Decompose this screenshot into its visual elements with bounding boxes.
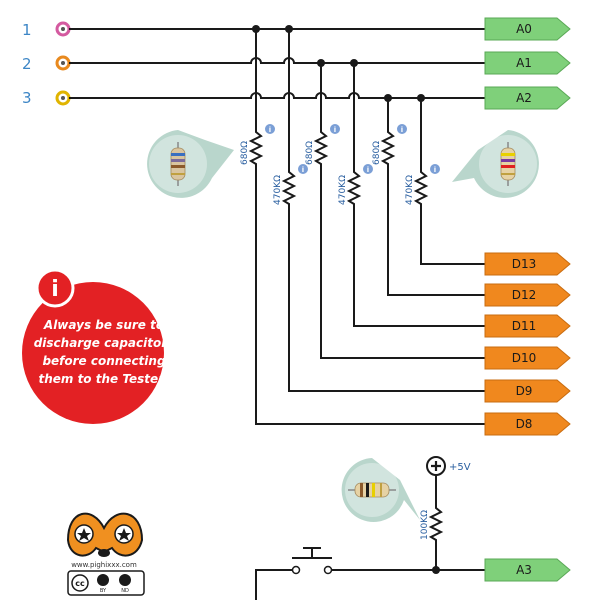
resistor-label-470k-2: 470KΩ bbox=[338, 175, 348, 205]
resistor-680-image bbox=[170, 142, 186, 186]
tag-d13: D13 bbox=[484, 252, 571, 276]
wire-pullup bbox=[428, 475, 444, 570]
logo-icon bbox=[66, 512, 144, 557]
tag-d8: D8 bbox=[484, 412, 571, 436]
resistor-label-100k: 100KΩ bbox=[420, 510, 430, 540]
resistor-bubble-100k bbox=[341, 458, 420, 522]
warning-circle bbox=[22, 282, 164, 424]
cc-icon bbox=[71, 574, 89, 592]
tag-a2-label: A2 bbox=[516, 91, 532, 105]
wire-col-680-1 bbox=[248, 29, 485, 425]
svg-text:BY: BY bbox=[100, 588, 107, 594]
info-icon[interactable]: i bbox=[330, 124, 340, 134]
svg-text:i: i bbox=[51, 277, 59, 302]
tag-d11-label: D11 bbox=[512, 319, 537, 333]
resistor-label-680-1: 680Ω bbox=[240, 141, 250, 165]
wire-row-2 bbox=[69, 57, 485, 64]
svg-text:i: i bbox=[401, 126, 403, 134]
tag-a2: A2 bbox=[484, 86, 571, 110]
resistor-label-680-3: 680Ω bbox=[372, 141, 382, 165]
wire-col-470k-2 bbox=[346, 63, 485, 327]
resistor-100k-image bbox=[348, 482, 396, 498]
svg-text:cc: cc bbox=[75, 579, 85, 588]
tag-d8-label: D8 bbox=[516, 417, 533, 431]
warning-line-1: Always be sure to bbox=[43, 318, 164, 332]
tag-d13-label: D13 bbox=[512, 257, 537, 271]
info-icon[interactable]: i bbox=[430, 164, 440, 174]
power-terminal: +5V bbox=[426, 456, 471, 476]
input-number-3: 3 bbox=[22, 89, 32, 107]
warning-line-2: discharge capacitors bbox=[34, 336, 175, 350]
tag-d11: D11 bbox=[484, 314, 571, 338]
input-number-1: 1 bbox=[22, 21, 32, 39]
wire-col-470k-3 bbox=[413, 98, 485, 265]
info-icon[interactable]: i bbox=[363, 164, 373, 174]
tag-a3-label: A3 bbox=[516, 563, 532, 577]
svg-text:i: i bbox=[269, 126, 271, 134]
tag-a1: A1 bbox=[484, 51, 571, 75]
wire-row-3 bbox=[69, 92, 485, 99]
svg-text:i: i bbox=[367, 166, 369, 174]
info-icon[interactable]: i bbox=[298, 164, 308, 174]
svg-text:i: i bbox=[434, 166, 436, 174]
tag-a0-label: A0 bbox=[516, 22, 532, 36]
tag-a1-label: A1 bbox=[516, 56, 532, 70]
resistor-label-470k-3: 470KΩ bbox=[405, 175, 415, 205]
info-icon[interactable]: i bbox=[397, 124, 407, 134]
nd-icon bbox=[119, 574, 131, 586]
tag-d9-label: D9 bbox=[516, 384, 533, 398]
by-icon bbox=[97, 574, 109, 586]
tag-d10-label: D10 bbox=[512, 351, 537, 365]
resistor-bubble-470k bbox=[452, 130, 539, 198]
wire-col-680-3 bbox=[380, 98, 485, 296]
push-button bbox=[291, 547, 333, 575]
resistor-bubble-680 bbox=[147, 130, 234, 198]
svg-text:ND: ND bbox=[121, 588, 129, 594]
input-row-2: 2 bbox=[22, 55, 71, 73]
tag-d10: D10 bbox=[484, 346, 571, 370]
logo-site-text: www.pighixxx.com bbox=[71, 561, 137, 569]
input-row-1: 1 bbox=[22, 21, 71, 39]
tag-a3: A3 bbox=[484, 558, 571, 582]
tag-a0: A0 bbox=[484, 17, 571, 41]
svg-text:i: i bbox=[302, 166, 304, 174]
power-label: +5V bbox=[449, 462, 471, 473]
tag-d12-label: D12 bbox=[512, 288, 537, 302]
tag-d9: D9 bbox=[484, 379, 571, 403]
resistor-470k-image bbox=[500, 142, 516, 186]
tag-d12: D12 bbox=[484, 283, 571, 307]
input-number-2: 2 bbox=[22, 55, 32, 73]
input-row-3: 3 bbox=[22, 89, 71, 107]
svg-text:i: i bbox=[334, 126, 336, 134]
wire-col-470k-1 bbox=[281, 29, 485, 392]
wire-button-left bbox=[255, 569, 292, 600]
warning-line-4: them to the Tester! bbox=[38, 372, 169, 386]
info-icon[interactable]: i bbox=[265, 124, 275, 134]
info-icons: i i i i i i bbox=[265, 124, 440, 174]
warning-info-icon bbox=[35, 268, 75, 308]
warning-callout: i Always be sure to discharge capacitors… bbox=[22, 268, 175, 424]
resistor-label-680-2: 680Ω bbox=[305, 141, 315, 165]
warning-line-3: before connecting bbox=[42, 354, 166, 368]
resistor-label-470k-1: 470KΩ bbox=[273, 175, 283, 205]
pighixxx-logo: www.pighixxx.com cc BY ND bbox=[66, 512, 145, 596]
wire-col-680-2 bbox=[313, 63, 485, 359]
